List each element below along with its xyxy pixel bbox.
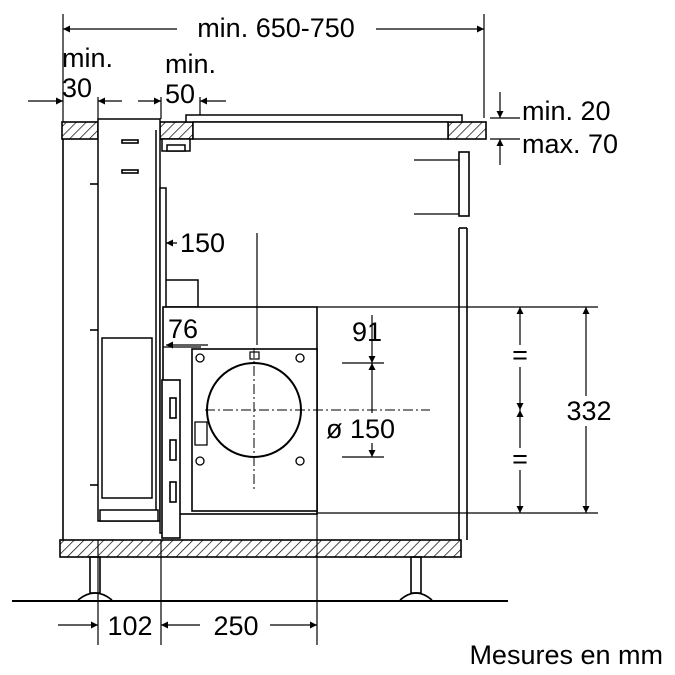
- reference-lines: [163, 233, 598, 514]
- dim-gap-left-value: 30: [62, 73, 92, 103]
- cabinet-bottom: [59, 539, 462, 558]
- dim-offset-150: 150: [180, 228, 225, 258]
- dim-countertop-max: max. 70: [522, 129, 618, 159]
- dim-diameter: ø 150: [326, 414, 395, 444]
- dim-width-range: min. 650-750: [197, 13, 355, 43]
- tower-slots: [90, 139, 139, 486]
- dim-equal-lower: =: [512, 444, 528, 474]
- drawer-front: [458, 151, 470, 217]
- drawer-lines: [414, 159, 459, 215]
- cooktop: [185, 114, 463, 140]
- dim-gap-right-min: min.: [165, 49, 216, 79]
- dim-offset-91: 91: [352, 317, 382, 347]
- dim-height-332: 332: [566, 396, 611, 426]
- cabinet-feet: [77, 556, 433, 601]
- fan-bracket: [194, 421, 208, 446]
- dim-gap-right-value: 50: [165, 79, 195, 109]
- cabinet-walls: [62, 139, 468, 540]
- caption-units: Mesures en mm: [469, 640, 663, 670]
- mounting-holes: [195, 353, 305, 466]
- center-lines: [205, 348, 430, 490]
- dim-countertop-min: min. 20: [522, 96, 611, 126]
- dim-equal-upper: =: [512, 340, 528, 370]
- dim-gap-left-min: min.: [62, 43, 113, 73]
- dim-bottom-102: 102: [107, 611, 152, 641]
- dim-offset-76: 76: [168, 314, 198, 344]
- dim-bottom-250: 250: [213, 611, 258, 641]
